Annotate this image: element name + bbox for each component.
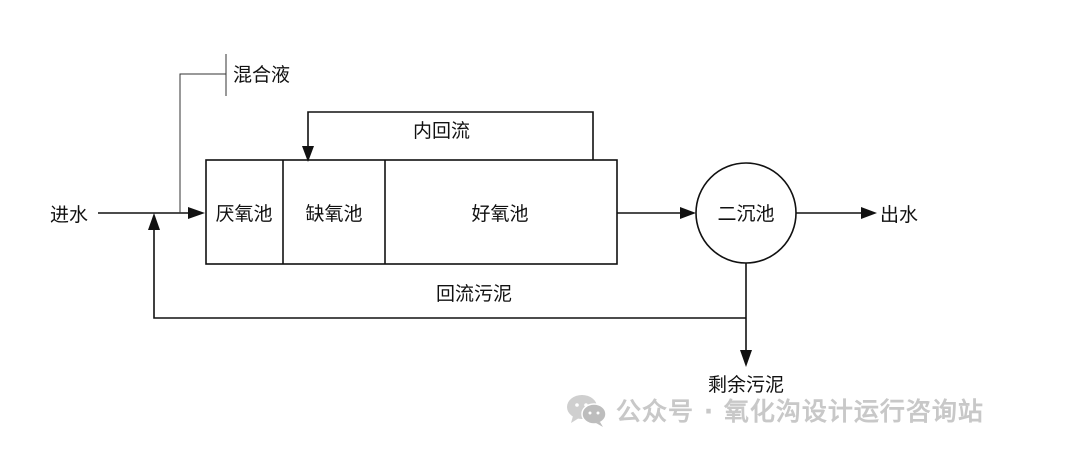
return-sludge-label: 回流污泥 [436,283,512,305]
wechat-icon [567,395,607,427]
mixed-liquor-line [179,73,226,213]
inflow-arrowhead [188,207,205,219]
outflow-label: 出水 [880,204,918,226]
internal-recycle-arrowhead [302,146,314,162]
internal-recycle-label: 内回流 [413,120,470,142]
watermark: 公众号 · 氧化沟设计运行咨询站 [566,392,984,428]
excess-sludge-arrowhead [740,350,752,367]
anoxic-tank-label: 缺氧池 [305,203,362,225]
outflow-arrowhead [861,207,877,219]
return-sludge-arrowhead [148,213,160,230]
inflow-label: 进水 [50,204,88,226]
watermark-text: 公众号 · 氧化沟设计运行咨询站 [616,397,984,426]
secondary-clarifier-label: 二沉池 [717,203,774,225]
mixed-liquor-label: 混合液 [233,64,290,86]
return-sludge-line [153,228,746,319]
to-clarifier-arrowhead [680,207,696,219]
anaerobic-tank-label: 厌氧池 [215,203,272,225]
aerobic-tank-label: 好氧池 [471,203,528,225]
internal-recycle-line [307,111,594,160]
reactor-box [205,159,618,265]
excess-sludge-label: 剩余污泥 [708,374,784,396]
